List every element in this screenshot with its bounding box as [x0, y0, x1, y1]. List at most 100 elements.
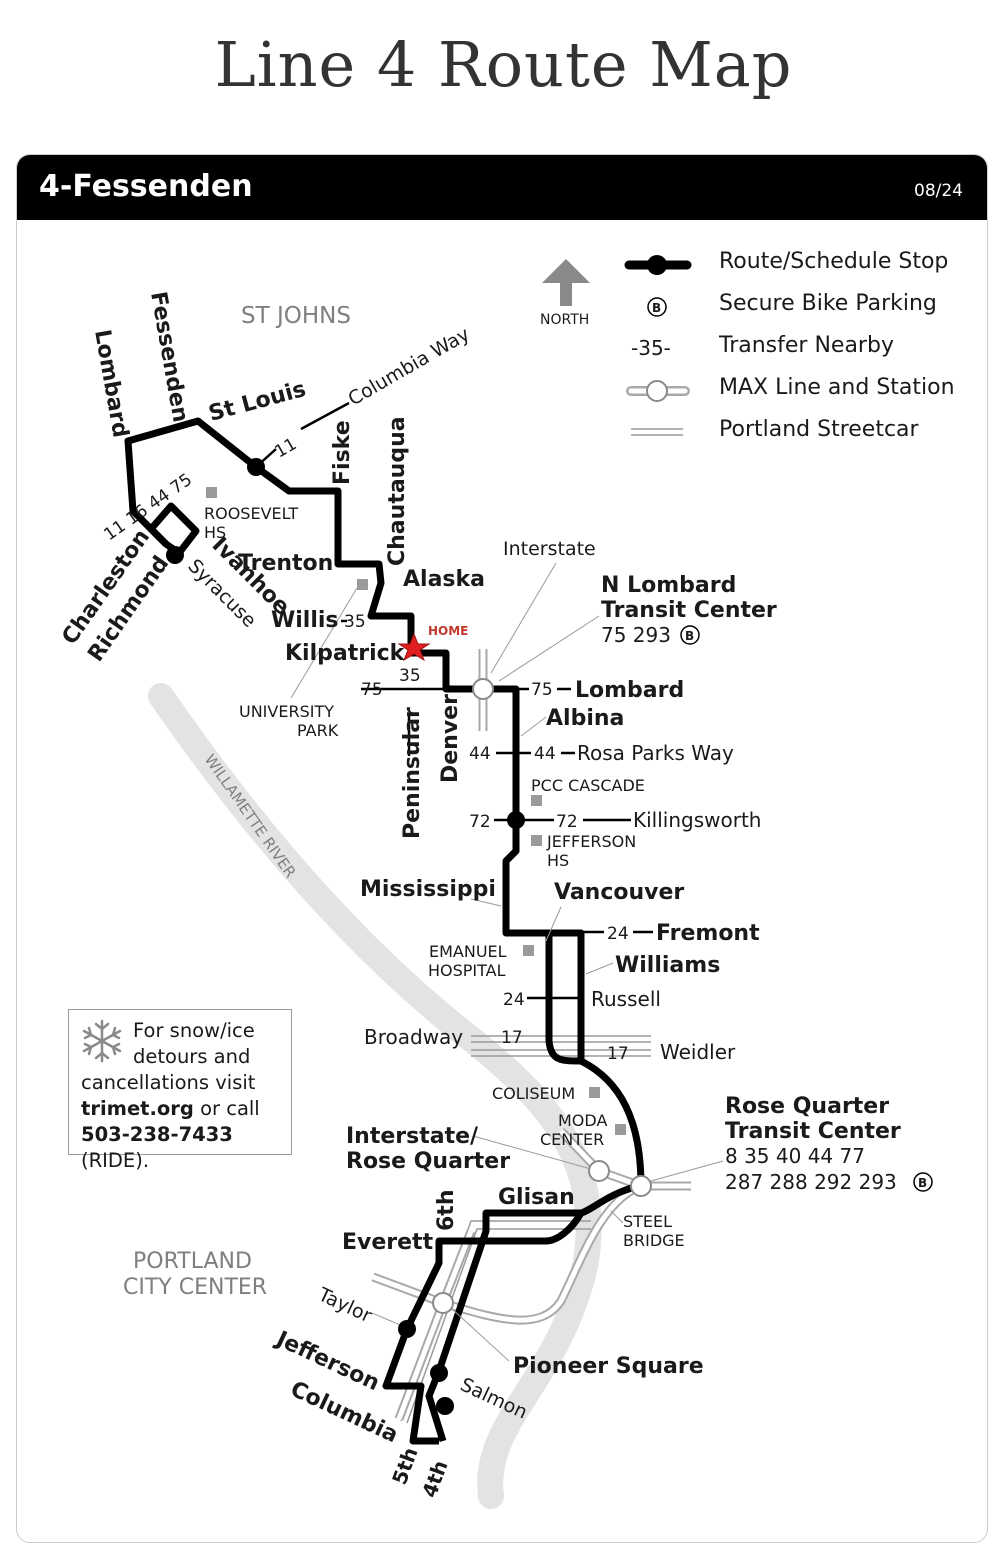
landmark-steel-2: BRIDGE [623, 1231, 685, 1250]
snow-mid: or call [193, 1097, 260, 1120]
street-lombard-e: Lombard [575, 678, 684, 703]
landmark-university-1: UNIVERSITY [239, 702, 334, 721]
stop-rose-quarter-2: Transit Center [725, 1119, 901, 1144]
route-map-card: 4-Fessenden 08/24 WILLAMETTE RIVER [16, 154, 988, 1543]
transfer-24-russell: 24 [503, 990, 525, 1010]
leader-lines [290, 562, 724, 1362]
area-city-center-1: PORTLAND [133, 1249, 252, 1274]
svg-text:B: B [652, 301, 661, 315]
transfer-75-w: 75 [361, 680, 383, 700]
snow-notice-text: For snow/ice detours and cancellations v… [81, 1018, 287, 1174]
street-weidler: Weidler [660, 1040, 736, 1064]
street-mississippi: Mississippi [360, 877, 496, 902]
route-stop-icon [624, 255, 692, 275]
legend-transfer: Transfer Nearby [719, 333, 894, 358]
legend-route-stop: Route/Schedule Stop [719, 249, 949, 274]
route-stops [166, 458, 525, 1415]
snowflake-icon [82, 1019, 122, 1063]
street-fourth: 4th [417, 1457, 452, 1501]
transfer-35-willis: 35 [344, 612, 366, 632]
north-arrow-icon [542, 259, 590, 306]
home-label: HOME [428, 624, 468, 638]
street-fremont: Fremont [656, 921, 760, 946]
lines-rose-quarter-1: 8 35 40 44 77 [725, 1144, 865, 1168]
street-willis: Willis [271, 608, 339, 633]
landmark-moda-1: MODA [558, 1111, 607, 1130]
street-russell: Russell [591, 987, 661, 1011]
trimet-link[interactable]: trimet.org [81, 1097, 194, 1120]
transfer-24-fremont: 24 [607, 924, 629, 944]
landmark-moda-2: CENTER [540, 1130, 604, 1149]
legend-icons: B -35- [624, 255, 692, 436]
street-albina: Albina [546, 706, 624, 731]
landmark-emanuel-1: EMANUEL [429, 942, 507, 961]
landmark-pcc: PCC CASCADE [531, 776, 645, 795]
street-broadway: Broadway [364, 1025, 463, 1049]
snow-line-3: cancellations visit [81, 1071, 256, 1094]
street-jefferson: Jefferson [271, 1326, 384, 1396]
streetcar-icon [631, 428, 683, 436]
street-interstate: Interstate [503, 538, 596, 560]
transfer-44-w: 44 [469, 744, 491, 764]
area-city-center-2: CITY CENTER [123, 1275, 267, 1300]
route-name: 4-Fessenden [39, 169, 253, 204]
street-labels: Lombard Fessenden St Louis Fiske Chautau… [57, 290, 900, 1501]
lines-rose-quarter-2: 287 288 292 293 [725, 1170, 897, 1194]
transfer-72-e: 72 [556, 812, 578, 832]
street-sixth: 6th [434, 1190, 459, 1232]
transfer-44-e: 44 [534, 744, 556, 764]
home-star-icon [397, 632, 431, 662]
street-killingsworth: Killingsworth [633, 808, 761, 832]
snow-line-2: detours and [133, 1045, 251, 1068]
stop-n-lombard-1: N Lombard [601, 573, 736, 598]
street-trenton: Trenton [238, 551, 333, 576]
street-kilpatrick: Kilpatrick [285, 641, 406, 666]
legend-bike-parking: Secure Bike Parking [719, 291, 937, 316]
stop-n-lombard-2: Transit Center [601, 598, 777, 623]
snow-notice: For snow/ice detours and cancellations v… [68, 1009, 292, 1172]
transfer-11-stlouis: 11 [272, 434, 301, 462]
street-fessenden: Fessenden [145, 290, 193, 425]
street-alaska: Alaska [403, 567, 485, 592]
legend-streetcar: Portland Streetcar [719, 417, 919, 442]
landmark-emanuel-2: HOSPITAL [428, 961, 506, 980]
transfer-72-w: 72 [469, 812, 491, 832]
transfer-17-weidler: 17 [607, 1044, 629, 1064]
snow-line-1: For snow/ice [133, 1019, 255, 1042]
stop-interstate-rq-2: Rose Quarter [346, 1149, 510, 1174]
svg-text:B: B [685, 629, 694, 643]
street-vancouver: Vancouver [554, 880, 684, 905]
max-stations [432, 678, 652, 1314]
street-peninsular: Peninsular [400, 707, 425, 839]
landmark-roosevelt-1: ROOSEVELT [204, 504, 298, 523]
stop-interstate-rq-1: Interstate/ [346, 1124, 479, 1149]
legend-max: MAX Line and Station [719, 375, 955, 400]
landmark-jefferson-1: JEFFERSON [546, 832, 636, 851]
north-label: NORTH [540, 312, 589, 328]
transfer-75-e: 75 [531, 680, 553, 700]
transfer-35-kilpatrick: 35 [399, 666, 421, 686]
stop-pioneer-square: Pioneer Square [513, 1354, 704, 1379]
transfer-17-broadway: 17 [501, 1028, 523, 1048]
page-title: Line 4 Route Map [214, 28, 793, 101]
river-label: WILLAMETTE RIVER [201, 751, 300, 881]
landmark-roosevelt-2: HS [204, 523, 226, 542]
landmark-steel-1: STEEL [623, 1212, 672, 1231]
lines-n-lombard: 75 293 [601, 623, 671, 647]
street-chautauqua: Chautauqua [385, 416, 410, 566]
area-st-johns: ST JOHNS [241, 303, 351, 329]
landmark-university-2: PARK [297, 721, 339, 740]
street-glisan: Glisan [498, 1185, 575, 1210]
transfer-icon: -35- [631, 336, 671, 360]
stop-rose-quarter-1: Rose Quarter [725, 1094, 889, 1119]
transfer-charleston: 11 16 44 75 [100, 470, 196, 545]
landmark-jefferson-2: HS [547, 851, 569, 870]
landmark-squares [206, 487, 626, 1135]
street-fiske: Fiske [330, 420, 355, 485]
street-fifth: 5th [387, 1444, 422, 1488]
map-date: 08/24 [914, 181, 963, 201]
landmark-coliseum: COLISEUM [492, 1084, 575, 1103]
ride-phone[interactable]: 503-238-7433 [81, 1123, 233, 1146]
street-lombard-w: Lombard [89, 328, 133, 440]
route-map: WILLAMETTE RIVER [57, 255, 933, 1509]
